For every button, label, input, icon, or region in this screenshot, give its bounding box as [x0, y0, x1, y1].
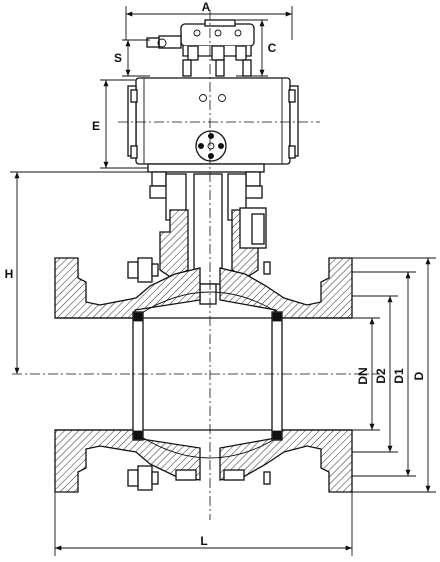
- dim-l-label: L: [200, 534, 207, 548]
- valve-body: [12, 10, 380, 520]
- dim-d2-label: D2: [374, 368, 388, 384]
- dimensions: A C S E H L DN D2: [5, 0, 436, 556]
- dim-e-label: E: [92, 119, 100, 133]
- actuator-body: [118, 77, 320, 165]
- positioner: [146, 19, 255, 77]
- dim-c-label: C: [268, 41, 277, 55]
- bonnet: [159, 209, 189, 279]
- dim-d-label: D: [412, 371, 426, 380]
- dim-h-label: H: [5, 267, 14, 281]
- dim-dn-label: DN: [356, 367, 370, 384]
- dim-d1-label: D1: [392, 368, 406, 384]
- dim-a-label: A: [202, 0, 211, 14]
- right-seat: [271, 311, 283, 441]
- stem: [193, 173, 223, 285]
- left-seat: [132, 311, 144, 441]
- actuator-assembly: [118, 19, 320, 221]
- flange-bolts: [127, 257, 271, 491]
- dim-s-label: S: [114, 51, 122, 65]
